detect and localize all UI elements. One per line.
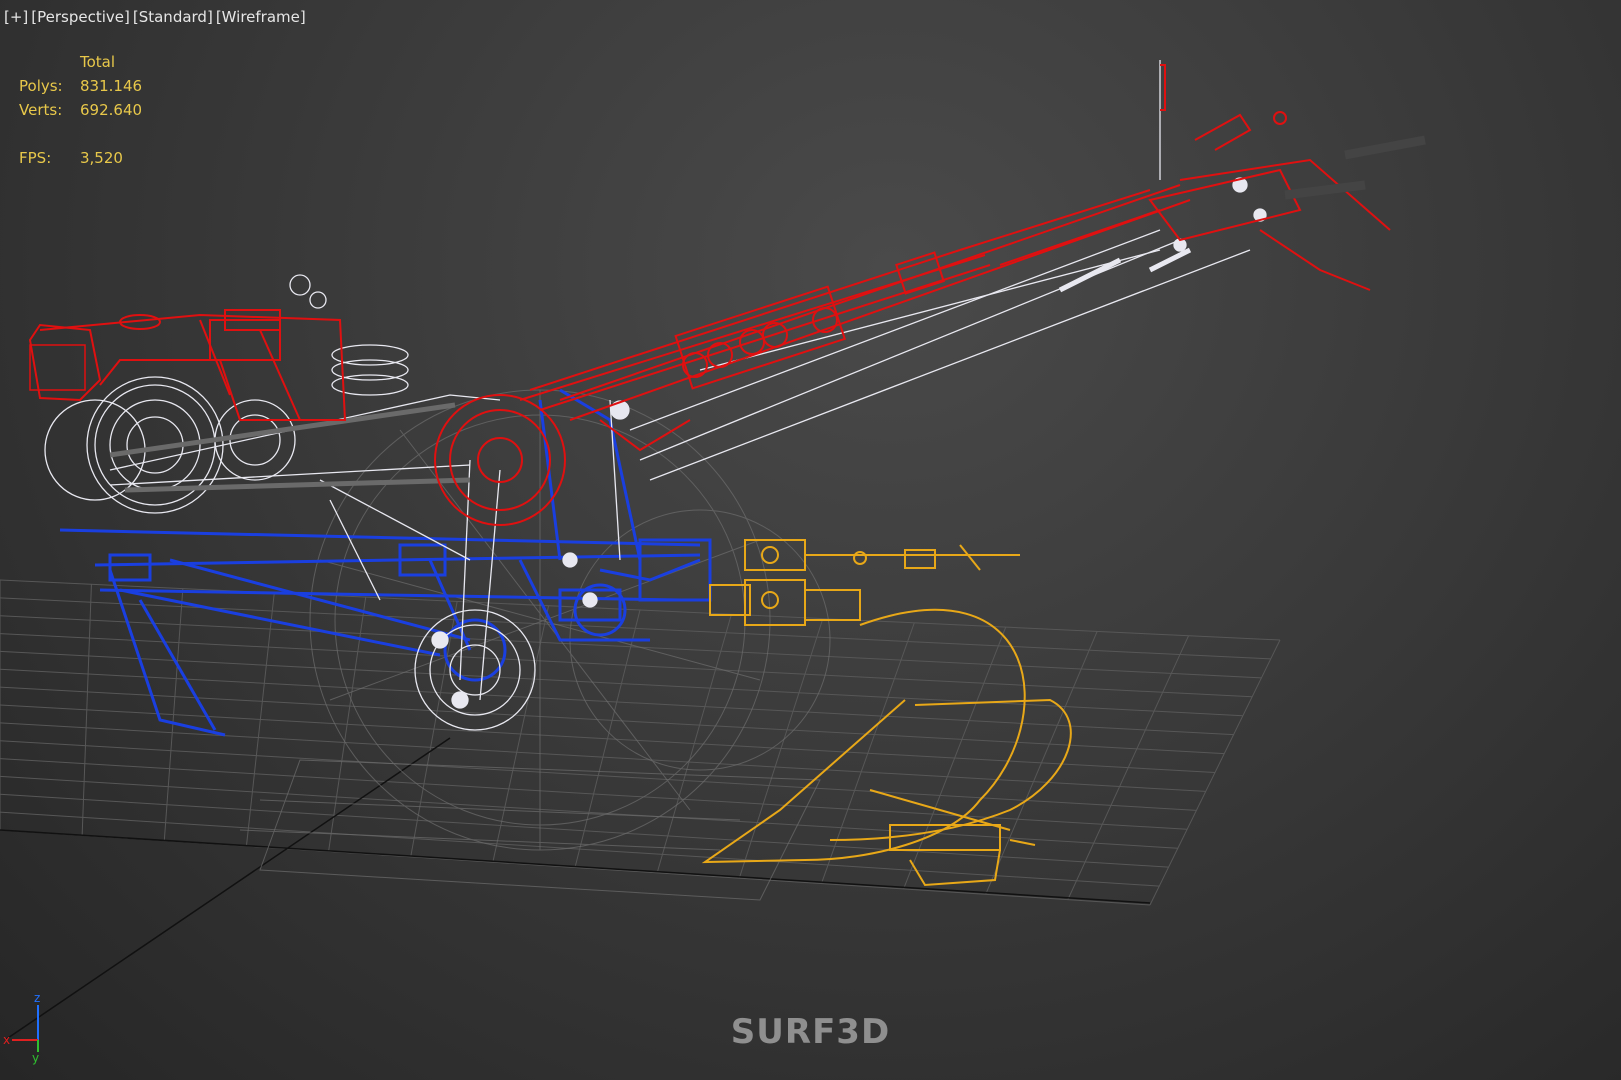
fps-value: 3,520 — [80, 149, 123, 167]
ground-grid — [0, 579, 1281, 906]
chassis-frame[interactable] — [59, 388, 712, 737]
drive-parts[interactable] — [44, 60, 1267, 731]
grid-line — [1149, 639, 1281, 906]
axis-label-z: z — [34, 991, 40, 1005]
cage-wheel-back — [239, 389, 831, 901]
grid-line — [0, 704, 1216, 773]
grid-line — [903, 626, 1007, 890]
verts-label: Verts: — [19, 101, 63, 119]
engine-and-handlebar[interactable] — [28, 64, 1391, 526]
fps-label: FPS: — [19, 149, 52, 167]
verts-value: 692.640 — [80, 101, 143, 119]
drive-belt — [109, 402, 471, 493]
watermark-logo: SURF3D — [730, 1012, 891, 1052]
axis-label-y: y — [32, 1051, 39, 1065]
grid-line — [1067, 635, 1190, 900]
grid-line — [0, 740, 1197, 811]
grid-line — [0, 811, 1160, 887]
axis-tripod-icon — [12, 1005, 39, 1052]
world-axis-line — [4, 737, 451, 1041]
grid-line — [0, 758, 1188, 830]
polys-label: Polys: — [19, 77, 63, 95]
handle-grips[interactable] — [1284, 135, 1426, 200]
viewport-menu-plus[interactable]: [+] — [4, 8, 29, 26]
axis-label-x: x — [3, 1033, 10, 1047]
grid-line — [0, 722, 1206, 792]
grid-line — [820, 622, 915, 884]
world-axis-line — [0, 829, 1151, 904]
grid-line — [656, 614, 732, 873]
viewport-menu-standard[interactable]: [Standard] — [132, 8, 213, 26]
grid-line — [985, 631, 1098, 895]
viewport-menu-wireframe[interactable]: [Wireframe] — [215, 8, 306, 26]
grid-line — [0, 775, 1178, 849]
viewport-label-menu[interactable]: [+] [Perspective] [Standard] [Wireframe] — [4, 8, 306, 26]
plow-attachment[interactable] — [701, 539, 1072, 887]
stats-header: Total — [80, 53, 116, 71]
grid-line — [738, 618, 824, 879]
viewport-menu-perspective[interactable]: [Perspective] — [31, 8, 130, 26]
polys-value: 831.146 — [80, 77, 143, 95]
grid-line — [0, 793, 1169, 868]
